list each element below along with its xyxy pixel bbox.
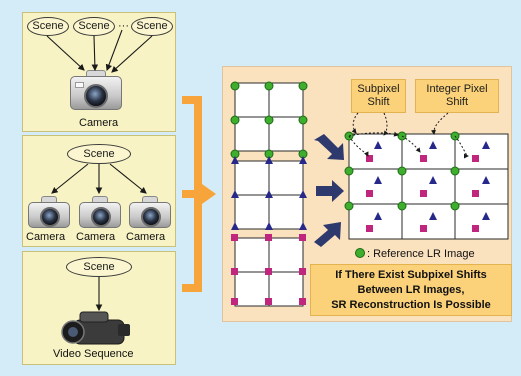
- camera-label: Camera: [79, 117, 119, 129]
- integer-shift-note: Integer Pixel Shift: [415, 79, 499, 113]
- camera-label: Camera: [126, 231, 166, 243]
- camera-icon: [70, 70, 122, 110]
- video-label: Video Sequence: [53, 348, 134, 360]
- scene-label: Scene: [83, 148, 115, 160]
- ellipsis: ···: [118, 20, 129, 32]
- conclusion-box: If There Exist Subpixel Shifts Between L…: [310, 264, 512, 316]
- conclusion-line-2: Between LR Images,: [357, 284, 465, 296]
- conclusion-line-3: SR Reconstruction Is Possible: [331, 299, 491, 311]
- combining-bracket: [182, 96, 216, 292]
- camera-icon: [28, 196, 70, 228]
- scene-oval-5: Scene: [66, 257, 132, 277]
- scene-label: Scene: [136, 20, 168, 32]
- subpixel-shift-note: Subpixel Shift: [351, 79, 406, 113]
- scene-label: Scene: [78, 20, 110, 32]
- integer-line-2: Shift: [445, 96, 468, 108]
- camera-icon: [79, 196, 121, 228]
- legend: : Reference LR Image: [355, 248, 475, 260]
- scene-oval-3: Scene: [131, 17, 173, 36]
- conclusion-line-1: If There Exist Subpixel Shifts: [335, 269, 487, 281]
- subpixel-line-2: Shift: [367, 96, 390, 108]
- camera-icon: [129, 196, 171, 228]
- scene-label: Scene: [32, 20, 64, 32]
- scene-label: Scene: [83, 261, 115, 273]
- subpixel-line-1: Subpixel: [357, 83, 400, 95]
- scene-oval-1: Scene: [27, 17, 69, 36]
- camera-label: Camera: [26, 231, 66, 243]
- reference-marker-icon: [355, 248, 365, 258]
- scene-oval-2: Scene: [73, 17, 115, 36]
- camera-label: Camera: [76, 231, 116, 243]
- integer-line-1: Integer Pixel: [426, 83, 488, 95]
- scene-oval-4: Scene: [67, 144, 131, 164]
- legend-text: : Reference LR Image: [367, 248, 475, 260]
